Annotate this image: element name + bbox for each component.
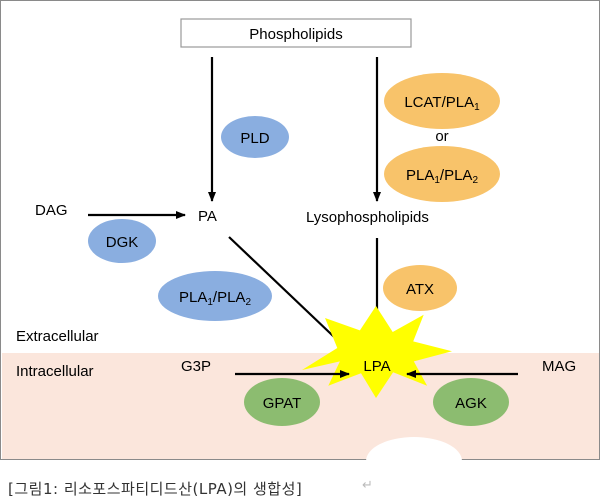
enzyme-gpat-ellipse xyxy=(244,378,320,426)
pla2-text: /PLA xyxy=(213,289,246,306)
pa-label: PA xyxy=(198,208,217,225)
enzyme-dgk-ellipse xyxy=(88,219,156,263)
enzyme-pld-ellipse xyxy=(221,116,289,158)
extracellular-label: Extracellular xyxy=(16,328,99,345)
intracellular-label: Intracellular xyxy=(16,363,94,380)
enzyme-pld-label: PLD xyxy=(240,130,269,147)
pla2-subscript: 2 xyxy=(245,297,251,308)
enzyme-pla1-pla2-left-ellipse xyxy=(158,271,272,321)
cell-membrane-bump xyxy=(366,437,462,461)
pla2-subscript: 2 xyxy=(472,175,478,186)
enzyme-agk-ellipse xyxy=(433,378,509,426)
enzyme-pla1-pla2-left-label: PLA1/PLA2 xyxy=(179,289,251,308)
pla1-text: PLA xyxy=(179,289,207,306)
enzyme-agk-label: AGK xyxy=(455,395,487,412)
phospholipids-box xyxy=(180,18,412,48)
pla1-subscript: 1 xyxy=(434,175,440,186)
paragraph-return-icon: ↵ xyxy=(362,478,373,493)
g3p-label: G3P xyxy=(181,358,211,375)
phospholipids-label: Phospholipids xyxy=(249,26,342,43)
diagram-frame: Phospholipids LPA PA Lysophospholipids D… xyxy=(0,0,600,461)
arrow-pa-to-lpa xyxy=(228,236,352,354)
or-label: or xyxy=(435,128,448,145)
lcat-pla-text: LCAT/PLA xyxy=(404,94,474,111)
lpa-biosynthesis-diagram: Phospholipids LPA PA Lysophospholipids D… xyxy=(2,18,599,461)
enzyme-atx-label: ATX xyxy=(406,281,434,298)
enzyme-pla1-pla2-right-ellipse xyxy=(384,146,500,202)
pla1-text: PLA xyxy=(406,167,434,184)
lysophospholipids-label: Lysophospholipids xyxy=(306,209,429,226)
enzyme-lcat-pla1-label: LCAT/PLA1 xyxy=(404,94,480,113)
enzyme-gpat-label: GPAT xyxy=(263,395,302,412)
pla1-subscript: 1 xyxy=(207,297,213,308)
figure-caption: [그림1: 리소포스파티디드산(LPA)의 생합성] xyxy=(8,480,303,498)
lcat-pla1-subscript: 1 xyxy=(474,102,480,113)
enzyme-pla1-pla2-right-label: PLA1/PLA2 xyxy=(406,167,478,186)
enzyme-atx-ellipse xyxy=(383,265,457,311)
pla2-text: /PLA xyxy=(440,167,473,184)
lpa-label: LPA xyxy=(363,358,390,375)
enzyme-lcat-pla1-ellipse xyxy=(384,73,500,129)
enzyme-dgk-label: DGK xyxy=(106,234,139,251)
mag-label: MAG xyxy=(542,358,576,375)
dag-label: DAG xyxy=(35,202,68,219)
